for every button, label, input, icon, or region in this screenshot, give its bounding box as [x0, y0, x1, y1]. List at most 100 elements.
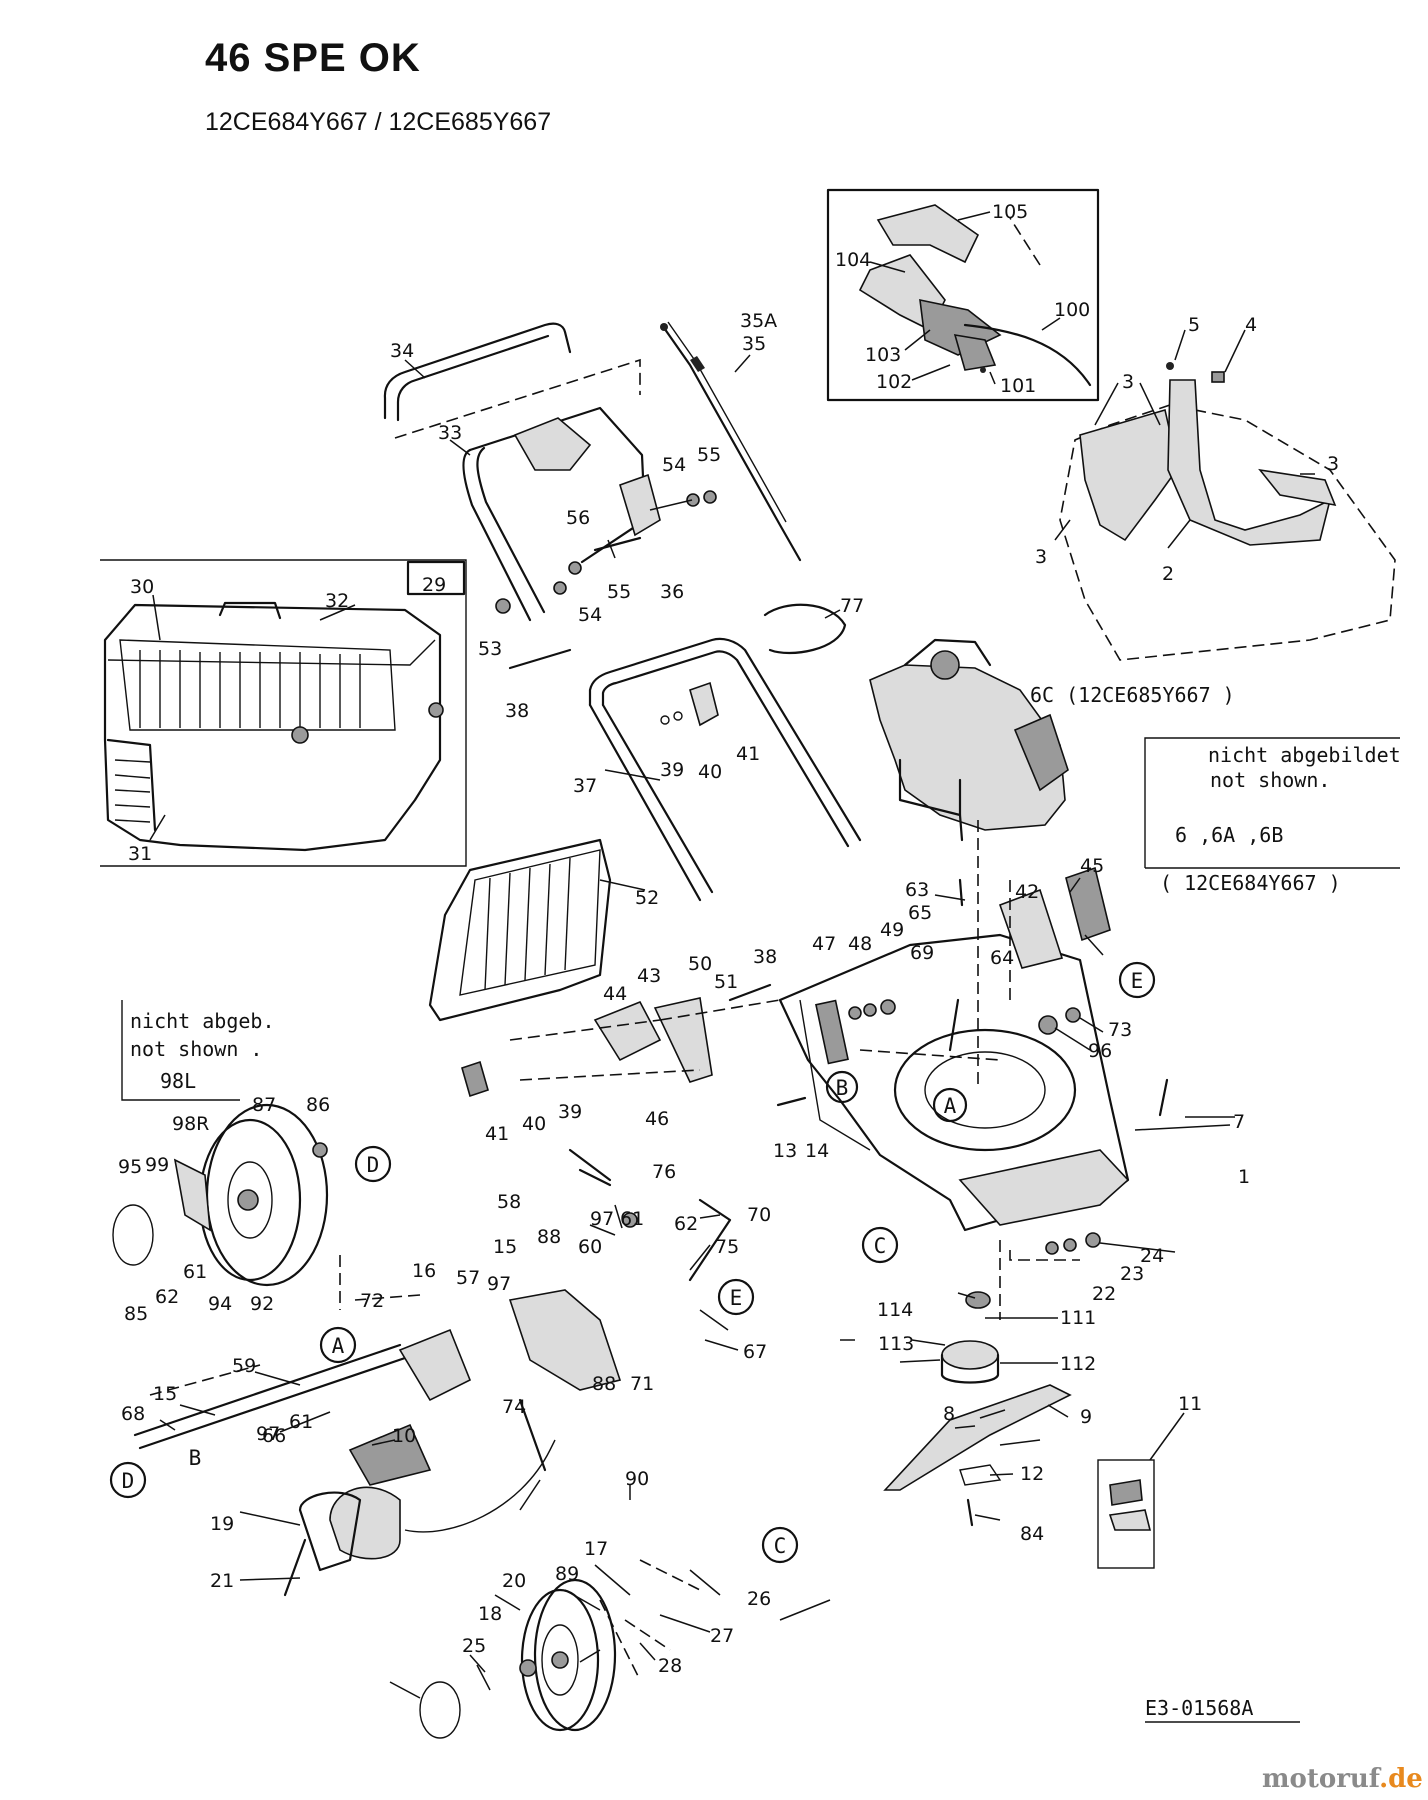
part-label: 17: [584, 1538, 608, 1560]
part-label: 50: [688, 953, 712, 975]
mower-deck-1: [778, 933, 1130, 1232]
grass-catcher-29: [100, 559, 467, 867]
part-label: 62: [155, 1286, 179, 1308]
part-label: 90: [625, 1468, 649, 1490]
part-label: 8: [943, 1403, 955, 1425]
part-label: 87: [252, 1094, 276, 1116]
part-label: 69: [910, 942, 934, 964]
part-label: 39: [660, 759, 684, 781]
part-label: 41: [736, 743, 760, 765]
part-label: 73: [1108, 1019, 1132, 1041]
part-label: 40: [698, 761, 722, 783]
motoruf-watermark: motoruf.de: [1262, 1764, 1423, 1794]
rear-wheel-87: [112, 1103, 329, 1287]
lower-handle-37: [588, 603, 862, 902]
part-label: 72: [360, 1290, 384, 1312]
marker-d-right: D: [354, 1145, 392, 1183]
part-label: 54: [578, 604, 602, 626]
svg-text:D: D: [367, 1153, 380, 1177]
part-label: 26: [747, 1588, 771, 1610]
part-label: 36: [660, 581, 684, 603]
front-wheel-26: [419, 1578, 617, 1739]
part-label: 84: [1020, 1523, 1044, 1545]
part-label: 15: [493, 1236, 517, 1258]
part-label: 40: [522, 1113, 546, 1135]
part-label: 42: [1015, 881, 1039, 903]
assembly-guide-lines: [149, 820, 1080, 1681]
part-label: 9: [1080, 1406, 1092, 1428]
part-label: 59: [232, 1355, 256, 1377]
part-label: 45: [1080, 855, 1104, 877]
part-label: 3: [1327, 453, 1339, 475]
part-label: 34: [390, 340, 414, 362]
part-label: 61: [289, 1411, 313, 1433]
marker-e-upper: E: [1118, 961, 1156, 999]
part-label: 55: [607, 581, 631, 603]
part-label: 44: [603, 983, 627, 1005]
part-label: 7: [1233, 1111, 1245, 1133]
part-label: 38: [753, 946, 777, 968]
part-label: 92: [250, 1293, 274, 1315]
engine-model-note: 6C (12CE685Y667 ): [1030, 683, 1235, 707]
part-label: 31: [128, 843, 152, 865]
part-label: 18: [478, 1603, 502, 1625]
svg-text:B: B: [189, 1446, 202, 1470]
part-label: 85: [124, 1303, 148, 1325]
part-label: 67: [743, 1341, 767, 1363]
part-label: 12: [1020, 1463, 1044, 1485]
part-label: 68: [121, 1403, 145, 1425]
part-label: 88: [592, 1373, 616, 1395]
svg-text:B: B: [836, 1076, 849, 1100]
part-label: 97: [256, 1423, 280, 1445]
part-label: 15: [153, 1383, 177, 1405]
svg-text:C: C: [874, 1234, 887, 1258]
svg-text:E: E: [1131, 969, 1144, 993]
part-label: 58: [497, 1191, 521, 1213]
svg-text:A: A: [944, 1094, 957, 1118]
part-label: 30: [130, 576, 154, 598]
part-label: 97: [590, 1208, 614, 1230]
throttle-lever-inset: [826, 188, 1100, 402]
part-number-labels: 105 104 100 103 102 101 35A 35 34 33 54 …: [118, 201, 1339, 1677]
part-label: 46: [645, 1108, 669, 1130]
part-label: 24: [1140, 1245, 1164, 1267]
part-label: 103: [865, 344, 901, 366]
svg-text:98L: 98L: [160, 1069, 196, 1093]
part-label: 65: [908, 902, 932, 924]
blade-assembly: [883, 1291, 1155, 1569]
part-label: 98R: [172, 1113, 209, 1135]
part-label: 94: [208, 1293, 232, 1315]
part-label: 95: [118, 1156, 142, 1178]
marker-d-axle: D: [109, 1461, 147, 1499]
part-label: 101: [1000, 375, 1036, 397]
marker-a-axle: A: [319, 1326, 357, 1364]
part-label: 5: [1188, 314, 1200, 336]
rear-axle-gearbox: [133, 1168, 732, 1597]
part-label: 19: [210, 1513, 234, 1535]
part-label: 74: [502, 1396, 526, 1418]
part-label: 51: [714, 971, 738, 993]
svg-text:C: C: [774, 1534, 787, 1558]
part-label: 47: [812, 933, 836, 955]
part-label: 56: [566, 507, 590, 529]
part-label: 63: [905, 879, 929, 901]
part-label: 20: [502, 1570, 526, 1592]
leader-lines: [149, 211, 1315, 1699]
part-label: 11: [1178, 1393, 1202, 1415]
part-label: 16: [412, 1260, 436, 1282]
cable-35: [660, 321, 802, 562]
part-label: 29: [422, 574, 446, 596]
part-label: 96: [1088, 1040, 1112, 1062]
part-label: 99: [145, 1154, 169, 1176]
part-label: 66: [262, 1425, 286, 1447]
part-label: 39: [558, 1101, 582, 1123]
part-label: 61: [620, 1208, 644, 1230]
part-label: 102: [876, 371, 912, 393]
part-label: 3: [1122, 371, 1134, 393]
part-label: 48: [848, 933, 872, 955]
svg-text:nicht abgebildet: nicht abgebildet: [1208, 743, 1401, 767]
rear-flap-52: [428, 838, 612, 1022]
part-label: 22: [1092, 1283, 1116, 1305]
svg-text:D: D: [122, 1469, 135, 1493]
part-label: 97: [487, 1273, 511, 1295]
